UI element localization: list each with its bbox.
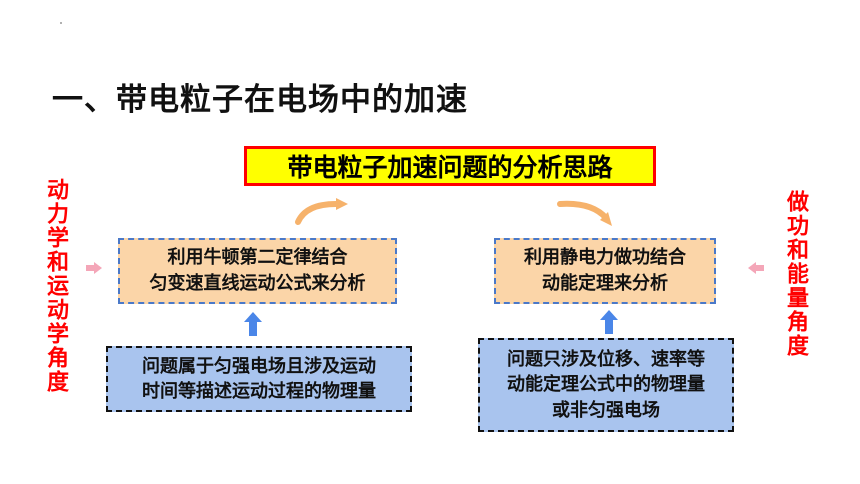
right-perspective-label: 做功和能量角度 [783, 190, 808, 358]
right-condition-line2: 动能定理公式中的物理量 [507, 374, 705, 396]
arrow-left-icon [748, 262, 764, 274]
left-condition-box: 问题属于匀强电场且涉及运动 时间等描述运动过程的物理量 [106, 346, 412, 412]
right-method-line1: 利用静电力做功结合 [524, 246, 686, 268]
curved-arrow-left-icon [295, 198, 348, 225]
right-method-line2: 动能定理来分析 [542, 273, 668, 294]
diagram-title: 带电粒子加速问题的分析思路 [287, 153, 613, 182]
diagram-title-box: 带电粒子加速问题的分析思路 [244, 146, 656, 186]
left-condition-line2: 时间等描述运动过程的物理量 [142, 381, 376, 402]
decorative-dot [60, 22, 62, 24]
arrow-up-left-icon [244, 312, 262, 336]
left-condition-line1: 问题属于匀强电场且涉及运动 [142, 355, 376, 377]
right-condition-line1: 问题只涉及位移、速率等 [507, 349, 705, 371]
left-method-box: 利用牛顿第二定律结合 匀变速直线运动公式来分析 [118, 238, 397, 304]
left-method-line2: 匀变速直线运动公式来分析 [149, 273, 366, 294]
left-perspective-label: 动力学和运动学角度 [43, 178, 68, 394]
right-condition-box: 问题只涉及位移、速率等 动能定理公式中的物理量 或非匀强电场 [478, 338, 734, 432]
section-heading: 一、带电粒子在电场中的加速 [52, 82, 468, 118]
curved-arrow-right-icon [557, 200, 612, 226]
right-condition-line3: 或非匀强电场 [552, 399, 660, 421]
left-method-line1: 利用牛顿第二定律结合 [167, 246, 348, 268]
right-method-box: 利用静电力做功结合 动能定理来分析 [494, 238, 716, 304]
arrow-up-right-icon [600, 310, 618, 334]
arrow-right-icon [86, 262, 102, 274]
